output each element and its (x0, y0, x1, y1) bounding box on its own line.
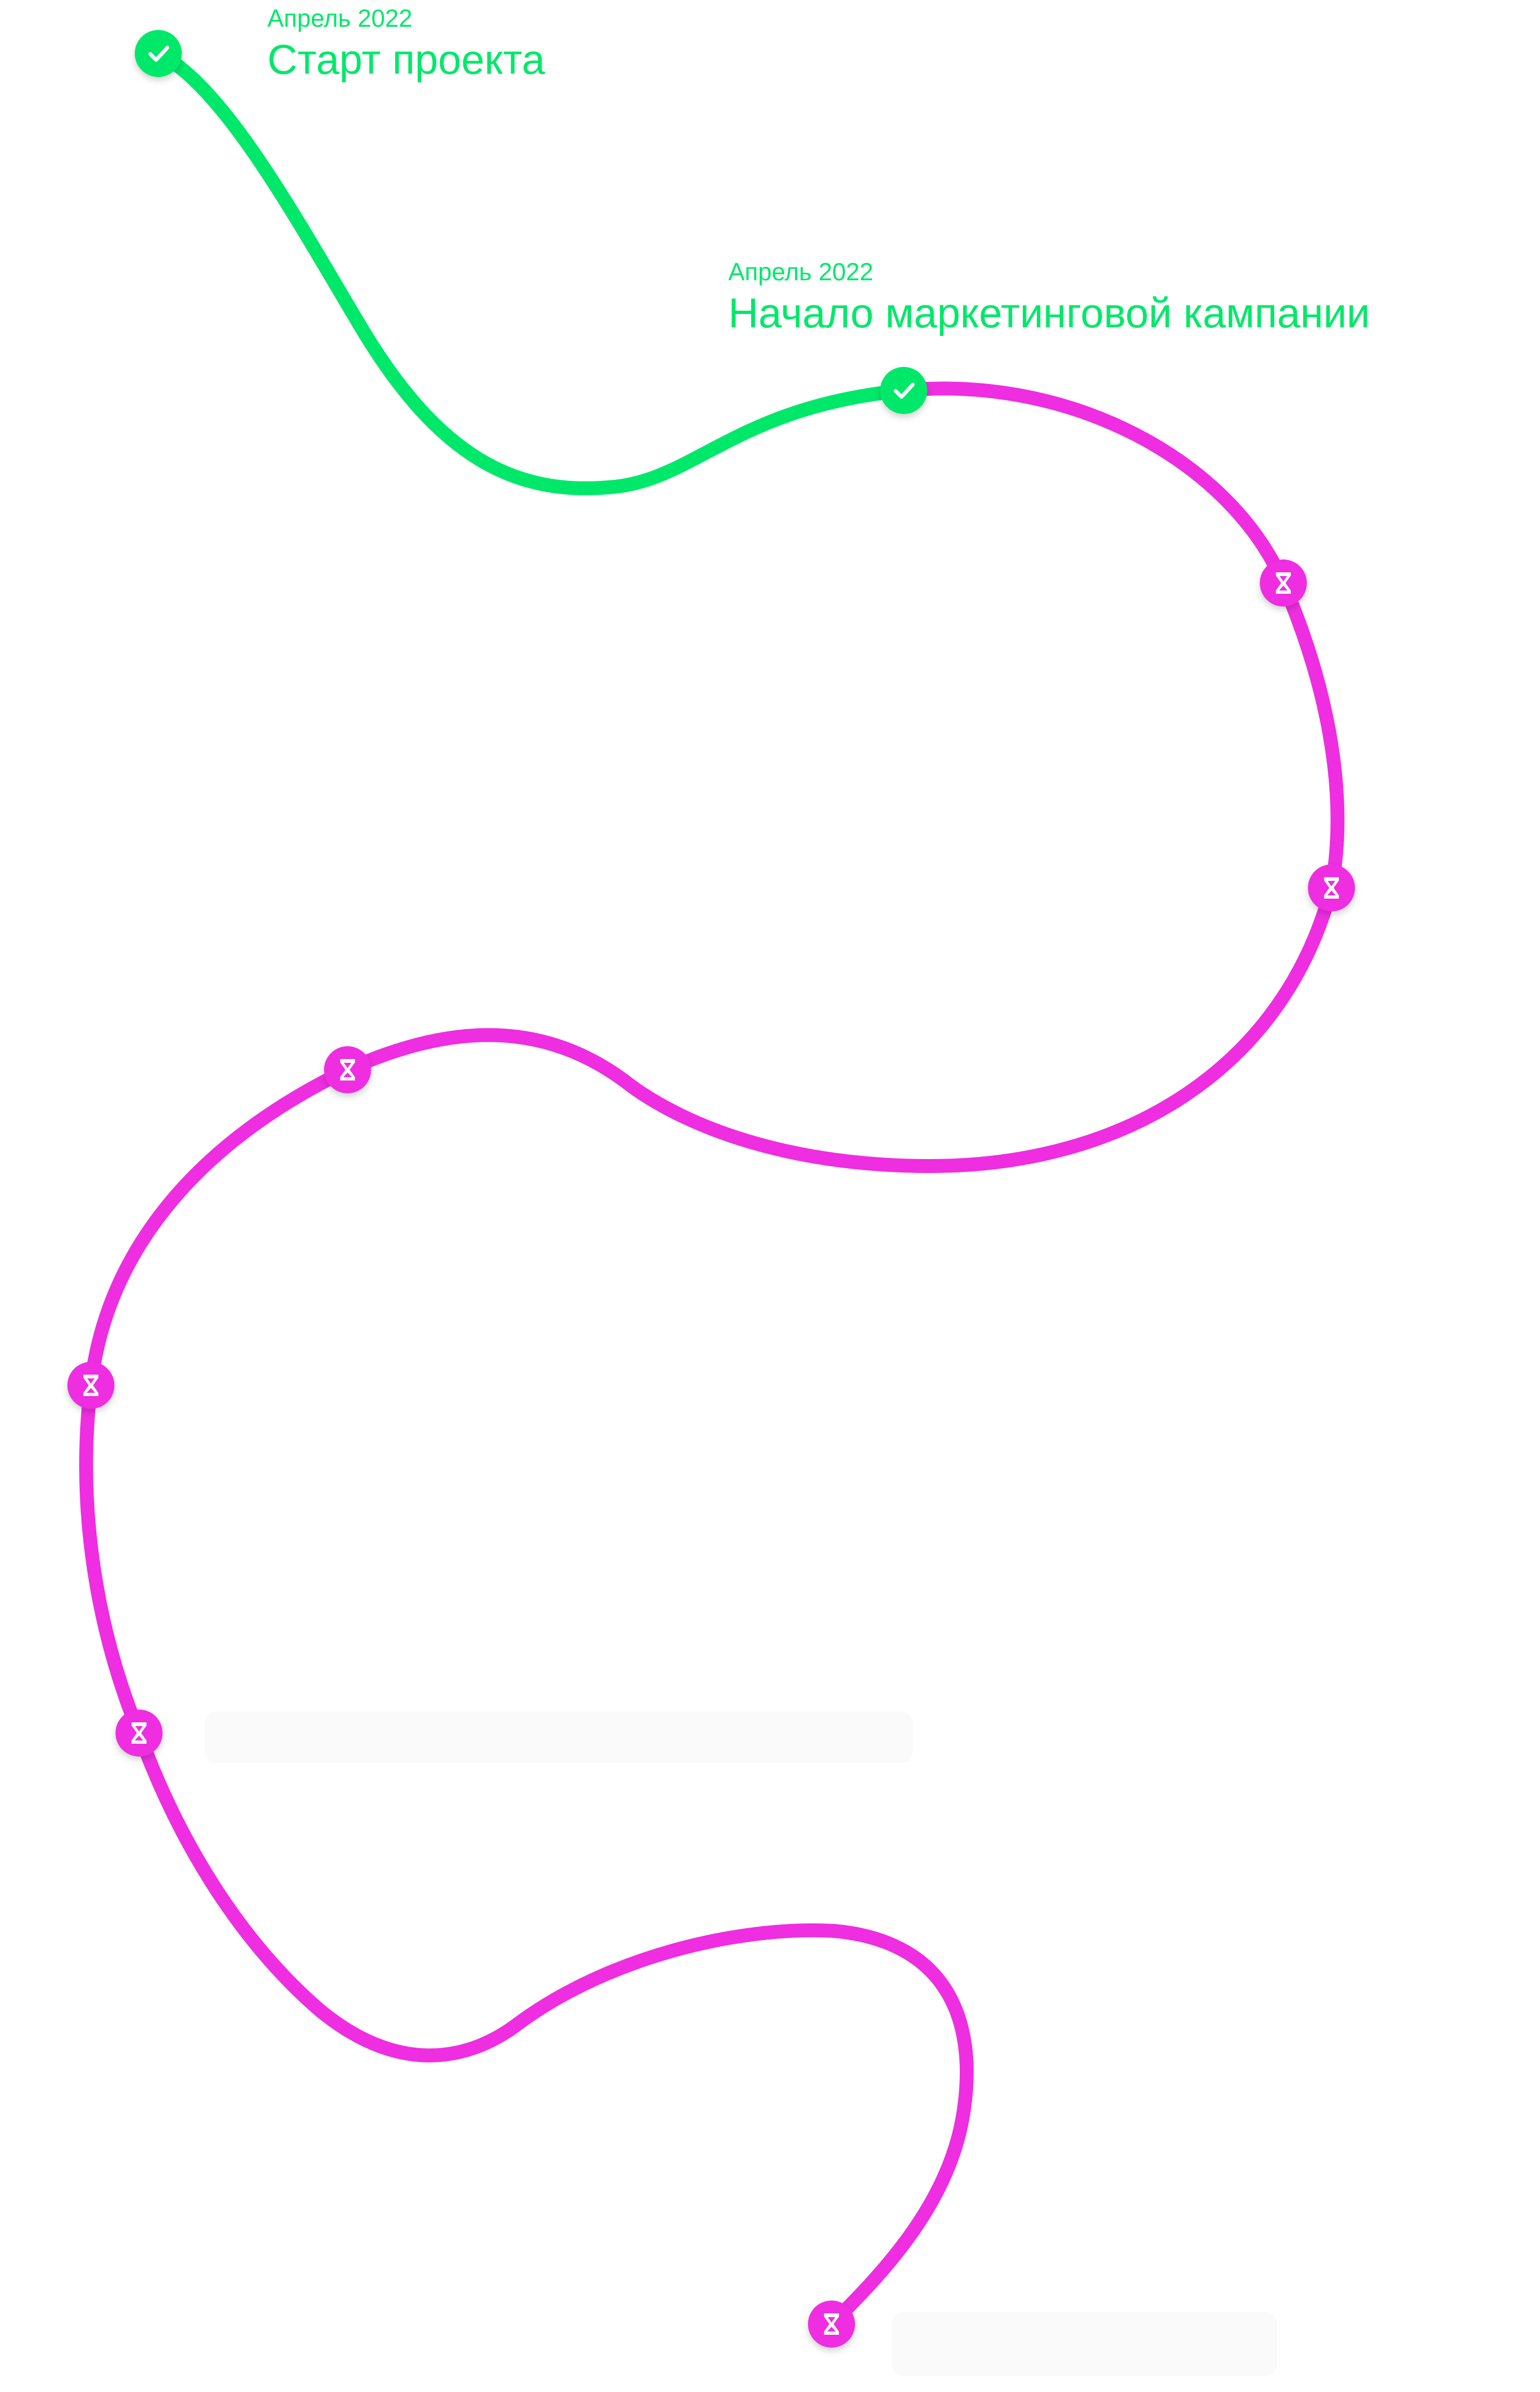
pending-path-segment (79, 381, 1345, 2331)
milestone-date: Апрель 2022 (267, 4, 413, 32)
milestone-node[interactable] (116, 1709, 163, 1757)
check-icon (148, 45, 170, 62)
milestone-node[interactable] (808, 2301, 855, 2348)
check-icon (894, 382, 915, 399)
milestone-title: Старт проекта (267, 35, 545, 83)
milestone-node[interactable] (1308, 864, 1355, 911)
loading-placeholder (892, 2312, 1277, 2376)
milestone-title: Начало маркетинговой кампании (728, 289, 1370, 336)
hourglass-icon (1276, 572, 1291, 594)
milestone-node[interactable] (135, 30, 182, 77)
hourglass-icon (1324, 877, 1339, 899)
hourglass-icon (132, 1722, 147, 1744)
milestone-node[interactable] (880, 367, 927, 414)
milestone-date: Апрель 2022 (728, 258, 874, 286)
milestone-node[interactable] (324, 1046, 371, 1093)
loading-placeholder (205, 1712, 913, 1763)
milestone-node-circle (880, 367, 927, 414)
hourglass-icon (340, 1059, 355, 1080)
hourglass-icon (824, 2313, 839, 2335)
milestone-node[interactable] (67, 1362, 114, 1409)
hourglass-icon (83, 1375, 98, 1396)
milestone-label-start: Апрель 2022 Старт проекта (267, 4, 545, 84)
milestone-node-circle (135, 30, 182, 77)
milestone-label-marketing: Апрель 2022 Начало маркетинговой кампани… (728, 258, 1370, 338)
milestone-node[interactable] (1260, 559, 1307, 607)
completed-path-segment (151, 47, 911, 495)
